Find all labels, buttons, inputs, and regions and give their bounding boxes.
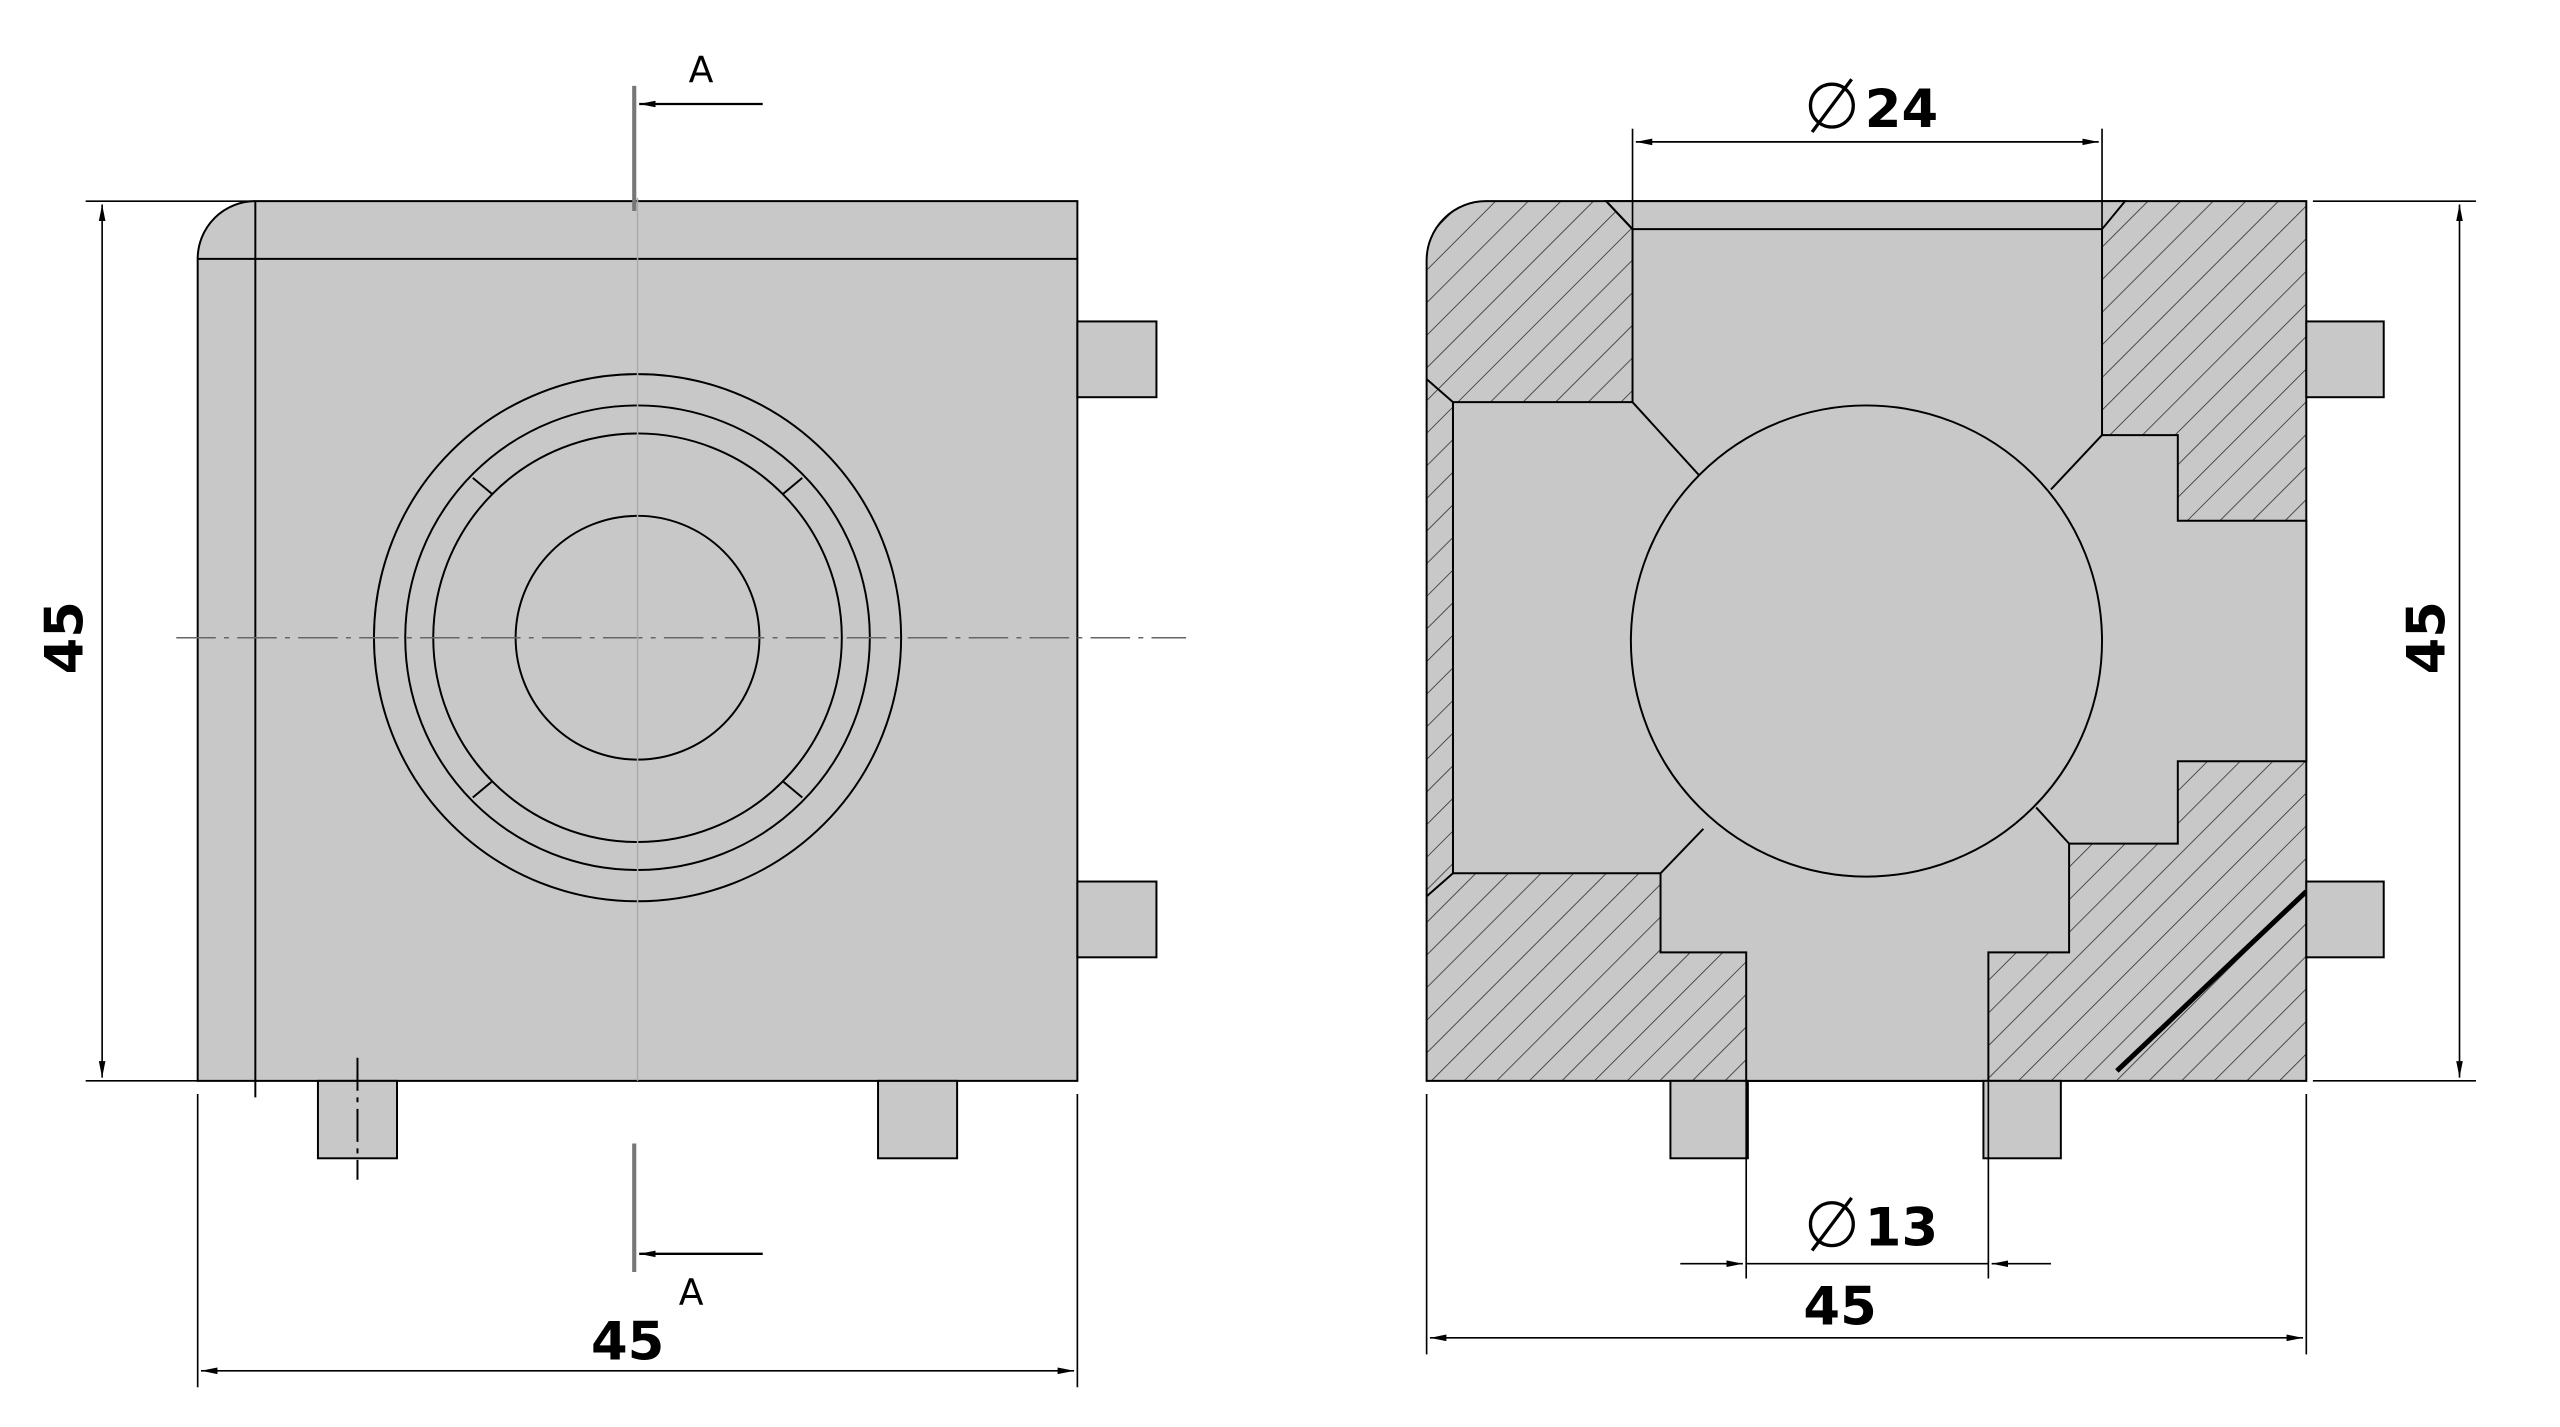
- front-view-center-lines: [176, 197, 1187, 1081]
- section-label-top: A: [689, 49, 714, 92]
- section-bottom-diameter-dim: 13: [1865, 1198, 1938, 1259]
- front-view: [196, 200, 1158, 1180]
- section-markers: [632, 85, 763, 1272]
- section-peg-bottom-left: [1669, 1079, 1749, 1160]
- section-view-dimensions: [1425, 128, 2476, 1355]
- section-width-dim: 45: [1803, 1277, 1876, 1338]
- peg-bottom-right: [877, 1079, 959, 1160]
- section-height-dim: 45: [2397, 601, 2458, 674]
- sphere-cavity: [1629, 404, 2104, 878]
- section-label-bottom: A: [679, 1271, 704, 1314]
- section-view: [1425, 200, 2385, 1160]
- section-peg-right-top: [2305, 320, 2385, 399]
- diameter-symbol-top: [1808, 78, 1855, 133]
- section-peg-bottom-right: [1982, 1079, 2062, 1160]
- peg-right-bottom: [1076, 880, 1158, 959]
- diameter-symbol-bottom: [1808, 1196, 1855, 1252]
- section-peg-right-bottom: [2305, 880, 2385, 959]
- section-top-diameter-dim: 24: [1865, 79, 1938, 140]
- front-view-height-dim: 45: [34, 601, 95, 674]
- front-view-width-dim: 45: [591, 1311, 664, 1372]
- peg-right-top: [1076, 320, 1158, 399]
- front-view-dimensions: [85, 200, 1079, 1388]
